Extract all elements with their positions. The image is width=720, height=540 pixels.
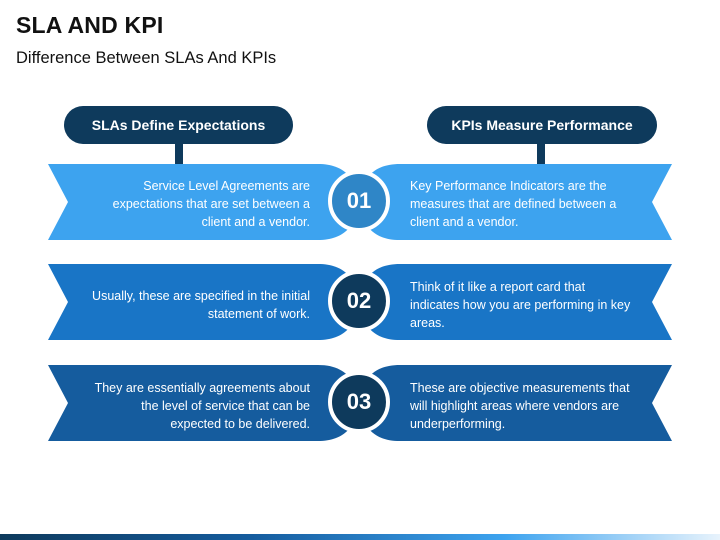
- row-2-kpi-text: Think of it like a report card that indi…: [410, 280, 631, 330]
- row-1-number-badge: 01: [328, 170, 390, 232]
- connector-right: [537, 143, 545, 165]
- slide-title: SLA AND KPI: [16, 12, 164, 38]
- row-1-number: 01: [346, 188, 372, 213]
- row-3-right-banner: [358, 365, 672, 441]
- row-3-left-banner: [48, 365, 360, 441]
- row-3-sla-text: They are essentially agreements about th…: [94, 381, 310, 431]
- row-1-right-banner: [358, 164, 672, 240]
- footer-bar: [0, 534, 720, 540]
- slide-subtitle: Difference Between SLAs And KPIs: [16, 49, 277, 67]
- row-3-kpi-text: These are objective measurements that wi…: [410, 381, 630, 431]
- header-kpis: KPIs Measure Performance: [427, 106, 657, 144]
- row-2-sla-text: Usually, these are specified in the init…: [92, 289, 310, 321]
- row-2-left-banner: [48, 264, 360, 340]
- row-2-right-banner: [358, 264, 672, 340]
- row-1-kpi-text: Key Performance Indicators are the measu…: [410, 179, 617, 229]
- row-2-number: 02: [346, 288, 372, 313]
- row-2-number-badge: 02: [328, 270, 390, 332]
- header-slas-label: SLAs Define Expectations: [91, 117, 266, 133]
- row-3-number-badge: 03: [328, 371, 390, 433]
- header-kpis-label: KPIs Measure Performance: [451, 117, 633, 133]
- row-1-left-banner: [48, 164, 360, 240]
- row-1-sla-text: Service Level Agreements are expectation…: [112, 179, 310, 229]
- row-3-number: 03: [346, 389, 372, 414]
- connector-left: [175, 143, 183, 165]
- header-slas: SLAs Define Expectations: [64, 106, 293, 144]
